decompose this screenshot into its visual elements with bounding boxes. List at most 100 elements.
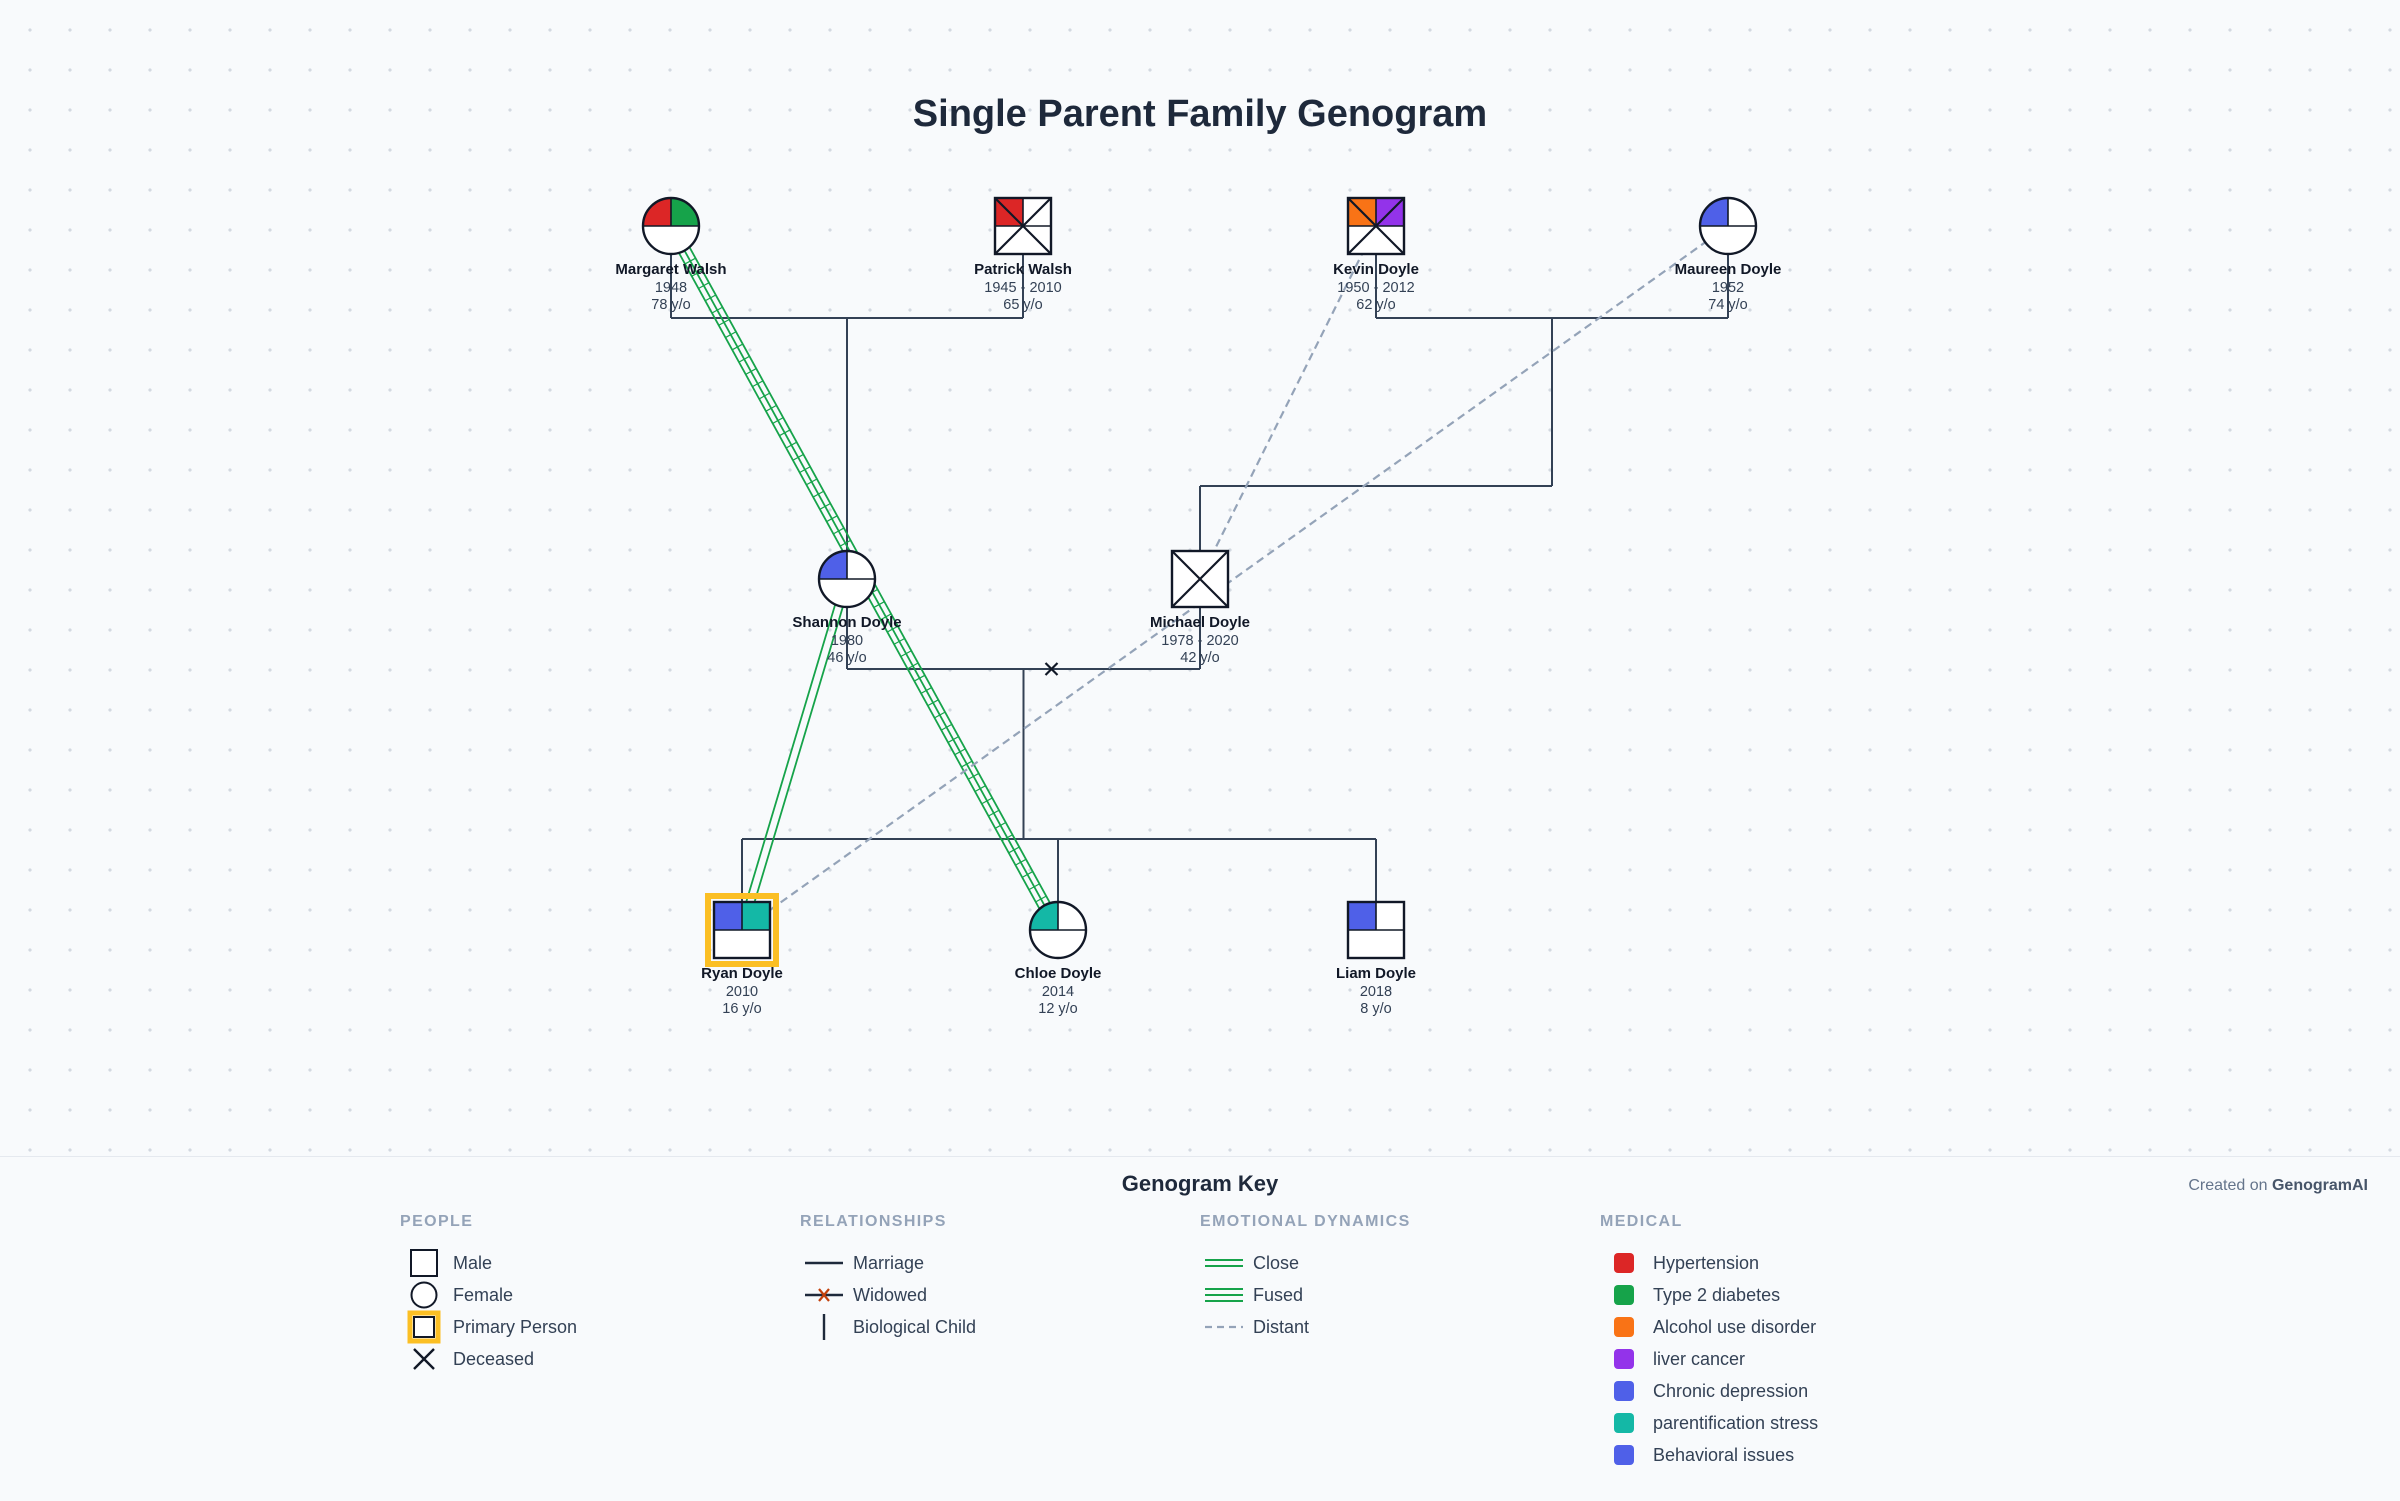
person-years: 1945 - 2010 bbox=[984, 280, 1061, 296]
key-distant: Distant bbox=[1200, 1311, 1411, 1343]
person-name: Kevin Doyle bbox=[1333, 261, 1419, 278]
person-name: Shannon Doyle bbox=[792, 614, 901, 631]
key-medical-heading: MEDICAL bbox=[1600, 1213, 1683, 1230]
key-child-label: Biological Child bbox=[853, 1316, 977, 1337]
person-years: 2014 bbox=[1042, 984, 1074, 1000]
person-years: 2018 bbox=[1360, 984, 1392, 1000]
person-name: Ryan Doyle bbox=[701, 965, 783, 982]
key-medical-label: parentification stress bbox=[1653, 1412, 1819, 1433]
genogram-key: Genogram Key Created on GenogramAI PEOPL… bbox=[0, 1156, 2400, 1501]
person-age: 8 y/o bbox=[1360, 1001, 1391, 1017]
key-medical-label: Alcohol use disorder bbox=[1653, 1316, 1817, 1337]
person-name: Maureen Doyle bbox=[1675, 261, 1782, 278]
key-primary: Primary Person bbox=[400, 1310, 578, 1344]
person-age: 78 y/o bbox=[651, 297, 691, 313]
medical-swatch-icon bbox=[1614, 1413, 1634, 1433]
medical-swatch-icon bbox=[1614, 1381, 1634, 1401]
key-medical-label: Behavioral issues bbox=[1653, 1444, 1795, 1465]
key-medical-label: Chronic depression bbox=[1653, 1380, 1809, 1401]
key-child: Biological Child bbox=[800, 1311, 976, 1343]
widowed-line-icon bbox=[805, 1288, 843, 1302]
person-years: 1948 bbox=[655, 280, 687, 296]
marriage-line-icon bbox=[805, 1261, 843, 1265]
distant-relationship-line bbox=[1204, 236, 1372, 569]
key-medical-item: Hypertension bbox=[1600, 1247, 1818, 1279]
key-title: Genogram Key bbox=[1121, 1171, 1279, 1196]
deceased-x-icon bbox=[1171, 550, 1229, 608]
genogram-title: Single Parent Family Genogram bbox=[913, 93, 1487, 135]
person-age: 46 y/o bbox=[827, 650, 867, 666]
deceased-x-icon bbox=[413, 1348, 435, 1370]
condition-marker bbox=[714, 902, 742, 930]
key-medical-item: Type 2 diabetes bbox=[1600, 1279, 1818, 1311]
key-female: Female bbox=[400, 1279, 577, 1311]
key-female-label: Female bbox=[453, 1284, 514, 1305]
key-male-label: Male bbox=[453, 1252, 493, 1273]
key-people: PEOPLE Male Female Primary Person Deceas… bbox=[400, 1213, 577, 1375]
key-relationships: RELATIONSHIPS Marriage Widowed Biologica… bbox=[800, 1213, 976, 1343]
person-name: Patrick Walsh bbox=[974, 261, 1072, 278]
person-age: 42 y/o bbox=[1180, 650, 1220, 666]
key-male: Male bbox=[400, 1247, 577, 1279]
key-fused: Fused bbox=[1200, 1279, 1411, 1311]
person-name: Chloe Doyle bbox=[1015, 965, 1102, 982]
person-name: Liam Doyle bbox=[1336, 965, 1416, 982]
key-fused-label: Fused bbox=[1253, 1284, 1304, 1305]
key-medical-item: liver cancer bbox=[1600, 1343, 1818, 1375]
key-deceased: Deceased bbox=[400, 1343, 577, 1375]
key-primary-label: Primary Person bbox=[453, 1316, 578, 1337]
key-relationships-heading: RELATIONSHIPS bbox=[800, 1213, 947, 1230]
person-age: 62 y/o bbox=[1356, 297, 1396, 313]
person-years: 1980 bbox=[831, 633, 863, 649]
key-close: Close bbox=[1200, 1247, 1411, 1279]
person-years: 1952 bbox=[1712, 280, 1744, 296]
key-distant-label: Distant bbox=[1253, 1316, 1310, 1337]
key-medical-item: Behavioral issues bbox=[1600, 1439, 1818, 1471]
widowed-mark-icon bbox=[1044, 662, 1059, 676]
key-medical-item: parentification stress bbox=[1600, 1407, 1818, 1439]
key-medical-item: Chronic depression bbox=[1600, 1375, 1818, 1407]
person-name: Michael Doyle bbox=[1150, 614, 1250, 631]
fused-line-icon bbox=[1205, 1288, 1243, 1302]
person-years: 2010 bbox=[726, 984, 758, 1000]
distant-relationship-line bbox=[751, 232, 1719, 924]
female-symbol-icon bbox=[410, 1281, 438, 1309]
key-marriage-label: Marriage bbox=[853, 1252, 925, 1273]
medical-swatch-icon bbox=[1614, 1317, 1634, 1337]
close-relationship-line bbox=[740, 589, 849, 920]
close-line-icon bbox=[1205, 1259, 1243, 1267]
key-medical-item: Alcohol use disorder bbox=[1600, 1311, 1818, 1343]
credit[interactable]: Created on GenogramAI bbox=[2188, 1177, 2368, 1195]
distant-line-icon bbox=[1205, 1325, 1243, 1329]
key-medical-label: Hypertension bbox=[1653, 1252, 1760, 1273]
deceased-x-icon bbox=[1347, 197, 1405, 255]
key-close-label: Close bbox=[1253, 1252, 1300, 1273]
condition-marker bbox=[1348, 902, 1376, 930]
key-deceased-label: Deceased bbox=[453, 1348, 535, 1369]
key-medical-label: liver cancer bbox=[1653, 1348, 1746, 1369]
medical-swatch-icon bbox=[1614, 1253, 1634, 1273]
person-age: 65 y/o bbox=[1003, 297, 1043, 313]
key-widowed: Widowed bbox=[800, 1279, 976, 1311]
primary-person-highlight bbox=[705, 893, 779, 967]
family-lines bbox=[670, 254, 1729, 902]
medical-swatch-icon bbox=[1614, 1349, 1634, 1369]
credit-prefix: Created on bbox=[2188, 1177, 2268, 1194]
medical-swatch-icon bbox=[1614, 1285, 1634, 1305]
person-name: Margaret Walsh bbox=[615, 261, 726, 278]
primary-person-icon bbox=[407, 1310, 441, 1344]
key-emotional-heading: EMOTIONAL DYNAMICS bbox=[1200, 1213, 1411, 1230]
credit-brand[interactable]: GenogramAI bbox=[2271, 1177, 2368, 1194]
